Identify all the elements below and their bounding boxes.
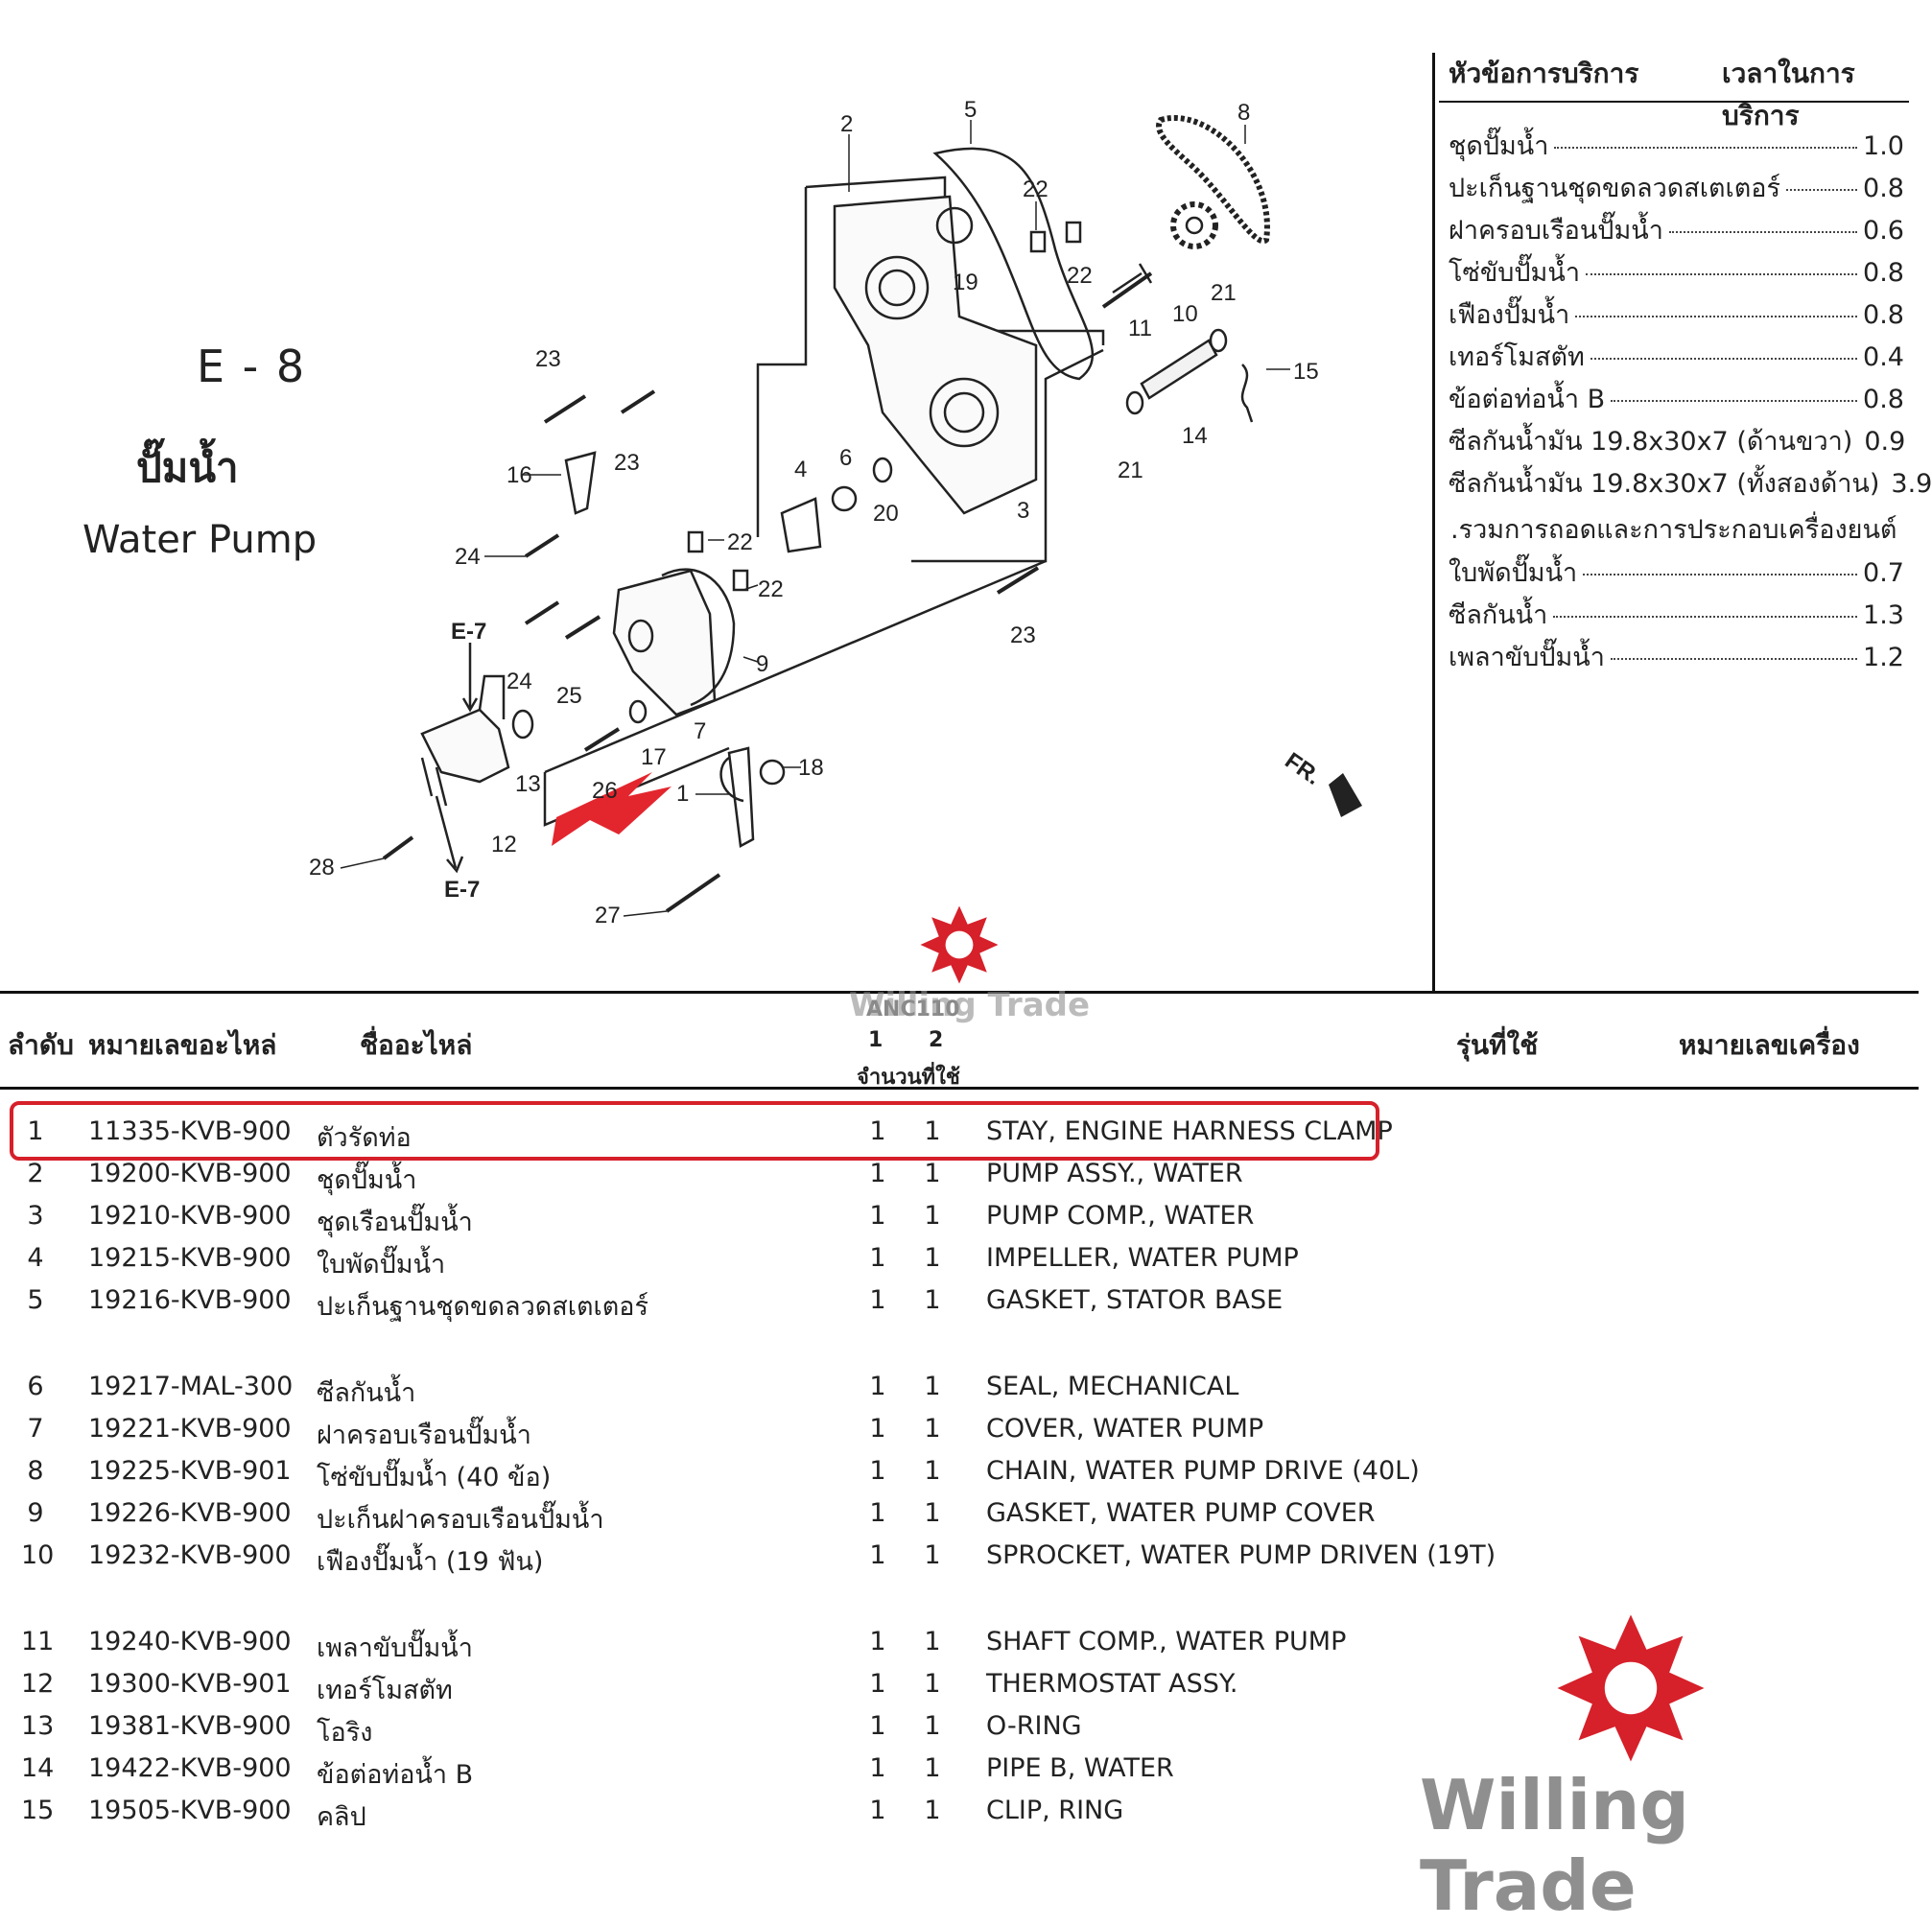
callout-11: 11 [1128,316,1152,341]
callout-22a: 22 [1023,176,1048,202]
fr-label: FR. [1280,748,1325,790]
callout-16: 16 [507,462,532,488]
callout-22c: 22 [727,529,753,555]
col-header-engine-number: หมายเลขเครื่อง [1679,1029,1860,1061]
callout-8: 8 [1237,100,1250,126]
service-header-right: เวลาในการบริการ [1722,58,1855,131]
watermark-logo-small [920,905,999,984]
col-header-part-number: หมายเลขอะไหล่ [88,1029,277,1061]
col-header-variant-1: 1 [868,1028,884,1052]
callout-21b: 21 [1118,458,1143,483]
col-header-qty: จำนวนที่ใช้ [857,1066,960,1090]
callout-3: 3 [1017,498,1029,524]
callout-22d: 22 [758,576,784,602]
section-code: E - 8 [197,341,307,392]
callout-2: 2 [840,111,853,137]
table-top-rule [0,991,1919,994]
col-header-variant-2: 2 [929,1028,944,1052]
col-header-model-code: ANC110 [866,998,960,1022]
callout-12: 12 [491,832,517,857]
table-header-rule [0,1087,1919,1090]
callout-24b: 24 [507,669,532,694]
callout-20: 20 [873,501,899,527]
watermark-text-large: Willing Trade [1420,1765,1689,1926]
callout-5: 5 [964,97,977,123]
service-header-rule [1439,101,1909,103]
col-header-part-name: ชื่ออะไหล่ [360,1029,473,1061]
service-item: ปะเก็นฐานชุดขดลวดสเตเตอร์0.8 [1449,174,1904,203]
col-header-model: รุ่นที่ใช้ [1456,1029,1539,1061]
callout-10: 10 [1172,301,1198,327]
callout-28: 28 [309,855,335,881]
service-item: ซีลกันน้ำมัน 19.8x30x7 (ด้านขวา)0.9 [1449,427,1906,457]
callout-13: 13 [515,771,541,797]
watermark-text-small: Willing Trade [849,986,1091,1024]
callout-27: 27 [595,903,621,928]
service-note: .รวมการถอดและการประกอบเครื่องยนต์ [1450,515,1897,545]
callout-26: 26 [592,778,618,804]
callout-25: 25 [556,683,582,709]
callout-22b: 22 [1067,263,1093,289]
col-header-no: ลำดับ [8,1029,74,1061]
ref-e7-top: E-7 [451,619,486,645]
section-title-thai: ปั๊มน้ำ [136,444,239,491]
callout-19: 19 [953,270,978,295]
front-direction-arrow [1329,773,1362,817]
panel-divider [1432,53,1435,993]
service-header-left: หัวข้อการบริการ [1449,58,1639,89]
callout-18: 18 [798,755,824,781]
callout-9: 9 [756,651,768,677]
callout-14: 14 [1182,423,1208,449]
exploded-parts-diagram: 1 2 3 4 5 6 7 8 9 10 11 12 13 14 15 16 1… [309,97,1362,928]
callout-4: 4 [794,457,807,482]
callout-6: 6 [839,445,852,471]
service-item: ซีลกันน้ำมัน 19.8x30x7 (ทั้งสองด้าน)3.9 [1449,469,1932,499]
red-pointer-arrow [552,772,671,846]
callout-1: 1 [676,781,689,807]
callout-17: 17 [641,744,667,770]
ref-e7-bottom: E-7 [444,877,480,903]
section-title-english: Water Pump [82,518,318,562]
highlight-box-row-1 [10,1101,1379,1161]
callout-23b: 23 [614,450,640,476]
callout-7: 7 [694,718,706,744]
callout-15: 15 [1293,359,1319,385]
callout-23a: 23 [535,346,561,372]
callout-21a: 21 [1211,280,1237,306]
callout-24a: 24 [455,544,481,570]
callout-23c: 23 [1010,622,1036,648]
watermark-logo-large [1557,1614,1705,1762]
